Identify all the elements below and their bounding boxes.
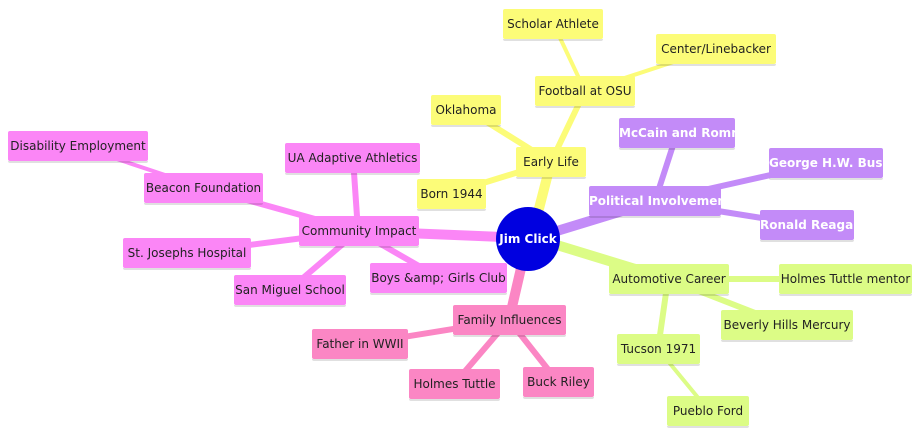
node-community-impact: Community Impact bbox=[299, 216, 419, 248]
node-holmes-tuttle: Holmes Tuttle bbox=[409, 369, 500, 401]
root-node-jim-click: Jim Click bbox=[496, 207, 560, 271]
node-football-at-osu: Football at OSU bbox=[535, 76, 635, 108]
node-pueblo-ford: Pueblo Ford bbox=[667, 396, 749, 428]
node-center-linebacker: Center/Linebacker bbox=[656, 34, 776, 66]
node-oklahoma: Oklahoma bbox=[431, 95, 501, 127]
node-george-hw-bush: George H.W. Bush bbox=[769, 148, 891, 180]
node-ronald-reagan: Ronald Reagan bbox=[760, 210, 862, 242]
node-st-josephs-hospital: St. Josephs Hospital bbox=[123, 238, 251, 270]
node-ua-adaptive-athletics: UA Adaptive Athletics bbox=[285, 143, 420, 175]
node-beacon-foundation: Beacon Foundation bbox=[144, 173, 263, 205]
node-father-in-wwii: Father in WWII bbox=[312, 329, 408, 361]
node-san-miguel-school: San Miguel School bbox=[234, 275, 346, 307]
node-political-involvement: Political Involvement bbox=[589, 186, 732, 218]
node-holmes-tuttle-mentor: Holmes Tuttle mentor bbox=[779, 264, 912, 296]
node-early-life: Early Life bbox=[516, 147, 586, 179]
node-automotive-career: Automotive Career bbox=[609, 264, 729, 296]
node-born-1944: Born 1944 bbox=[417, 179, 486, 211]
node-tucson-1971: Tucson 1971 bbox=[617, 334, 700, 366]
node-disability-employment: Disability Employment bbox=[8, 131, 148, 163]
node-beverly-hills-mercury: Beverly Hills Mercury bbox=[721, 310, 853, 342]
node-scholar-athlete: Scholar Athlete bbox=[503, 9, 603, 41]
node-buck-riley: Buck Riley bbox=[523, 367, 594, 399]
node-mccain-romney: McCain and Romney bbox=[619, 118, 756, 150]
node-boys-girls-club: Boys &amp; Girls Club bbox=[370, 263, 507, 295]
node-family-influences: Family Influences bbox=[453, 305, 566, 337]
